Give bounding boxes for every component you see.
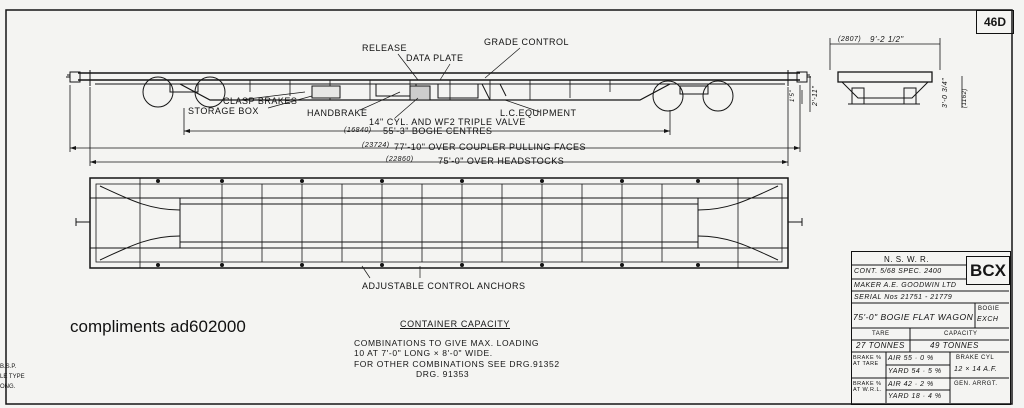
dim-height-1: 3'-0 3/4" <box>942 77 949 108</box>
label-clasp-brakes: CLASP BRAKES <box>223 96 298 106</box>
tb-gen-arr: GEN. ARRGT. <box>954 381 998 387</box>
tb-railway: N. S. W. R. <box>884 255 930 264</box>
tb-bogie-label: BOGIE <box>978 306 1000 312</box>
dim-headstocks-mm: (22860) <box>386 156 414 163</box>
label-storage-box: STORAGE BOX <box>188 106 259 116</box>
tb-cont: CONT. 5/68 SPEC. 2400 <box>854 268 942 275</box>
dim-height-2: 2'-11" <box>812 85 819 106</box>
label-handbrake: HANDBRAKE <box>307 108 368 118</box>
tb-capacity-label: CAPACITY <box>944 331 978 337</box>
tb-brake-wrl-yard: YARD 18 · 4 % <box>888 393 942 400</box>
label-data-plate: DATA PLATE <box>406 53 464 63</box>
capacity-line-4: DRG. 91353 <box>416 369 470 379</box>
credit-text: compliments ad602000 <box>70 317 246 336</box>
title-block <box>851 251 1011 405</box>
drawing-border <box>5 9 1013 405</box>
tb-tare-label: TARE <box>872 331 890 337</box>
left-note-1: B.S.P. <box>0 364 17 370</box>
tb-serial: SERIAL Nos 21751 - 21779 <box>854 294 953 301</box>
tb-brake-tare-air: AIR 55 · 0 % <box>888 355 934 362</box>
dim-coupler: 77'-10" OVER COUPLER PULLING FACES <box>394 142 586 152</box>
capacity-line-2: 10 AT 7'-0" LONG × 8'-0" WIDE. <box>354 348 493 358</box>
dim-coupler-mm: (23724) <box>362 142 390 149</box>
tb-wagon: 75'-0" BOGIE FLAT WAGON <box>853 312 974 322</box>
sheet-number: 46D <box>976 10 1014 34</box>
tb-brake-wrl-air: AIR 42 · 2 % <box>888 381 934 388</box>
tb-brake-cyl-value: 12 × 14 A.F. <box>954 366 998 373</box>
plan-view <box>75 177 803 279</box>
label-triple-valve: 14" CYL. AND WF2 TRIPLE VALVE <box>369 117 526 127</box>
dim-bogie-centres: 55'-3" BOGIE CENTRES <box>383 126 493 136</box>
tb-tare-value: 27 TONNES <box>856 341 905 350</box>
dim-width: 9'-2 1/2" <box>870 35 904 44</box>
title-block-lines <box>851 264 1009 403</box>
label-release: RELEASE <box>362 43 408 53</box>
label-grade-control: GRADE CONTROL <box>484 37 570 47</box>
capacity-line-1: COMBINATIONS TO GIVE MAX. LOADING <box>354 338 540 348</box>
tb-brake-tare-yard: YARD 54 · 5 % <box>888 368 942 375</box>
wagon-code: BCX <box>966 256 1010 285</box>
label-lc-equipment: L.C.EQUIPMENT <box>500 108 577 118</box>
tb-brake-tare-label: BRAKE % AT TARE <box>853 355 882 367</box>
tb-capacity-value: 49 TONNES <box>930 341 979 350</box>
dim-bogie-centres-mm: (16840) <box>344 127 372 134</box>
end-view <box>829 38 963 108</box>
left-note-2: LE TYPE <box>0 374 25 380</box>
label-adjustable-anchors: ADJUSTABLE CONTROL ANCHORS <box>362 281 526 291</box>
container-capacity-title: CONTAINER CAPACITY <box>400 319 510 329</box>
tb-bogie-value: EXCH <box>977 316 999 323</box>
left-note-3: ONG. <box>0 384 16 390</box>
dim-height-3: 1'5" <box>790 90 796 102</box>
dim-height-1-mm: (1162) <box>962 88 968 108</box>
capacity-line-3: FOR OTHER COMBINATIONS SEE DRG.91352 <box>354 359 560 369</box>
dim-width-mm: (2807) <box>838 36 862 43</box>
side-elevation <box>66 47 811 166</box>
tb-brake-wrl-label: BRAKE % AT W.R.L. <box>853 381 883 393</box>
tb-maker: MAKER A.E. GOODWIN LTD <box>854 282 957 289</box>
dim-headstocks: 75'-0" OVER HEADSTOCKS <box>438 156 565 166</box>
tb-brake-cyl-label: BRAKE CYL <box>956 355 995 361</box>
